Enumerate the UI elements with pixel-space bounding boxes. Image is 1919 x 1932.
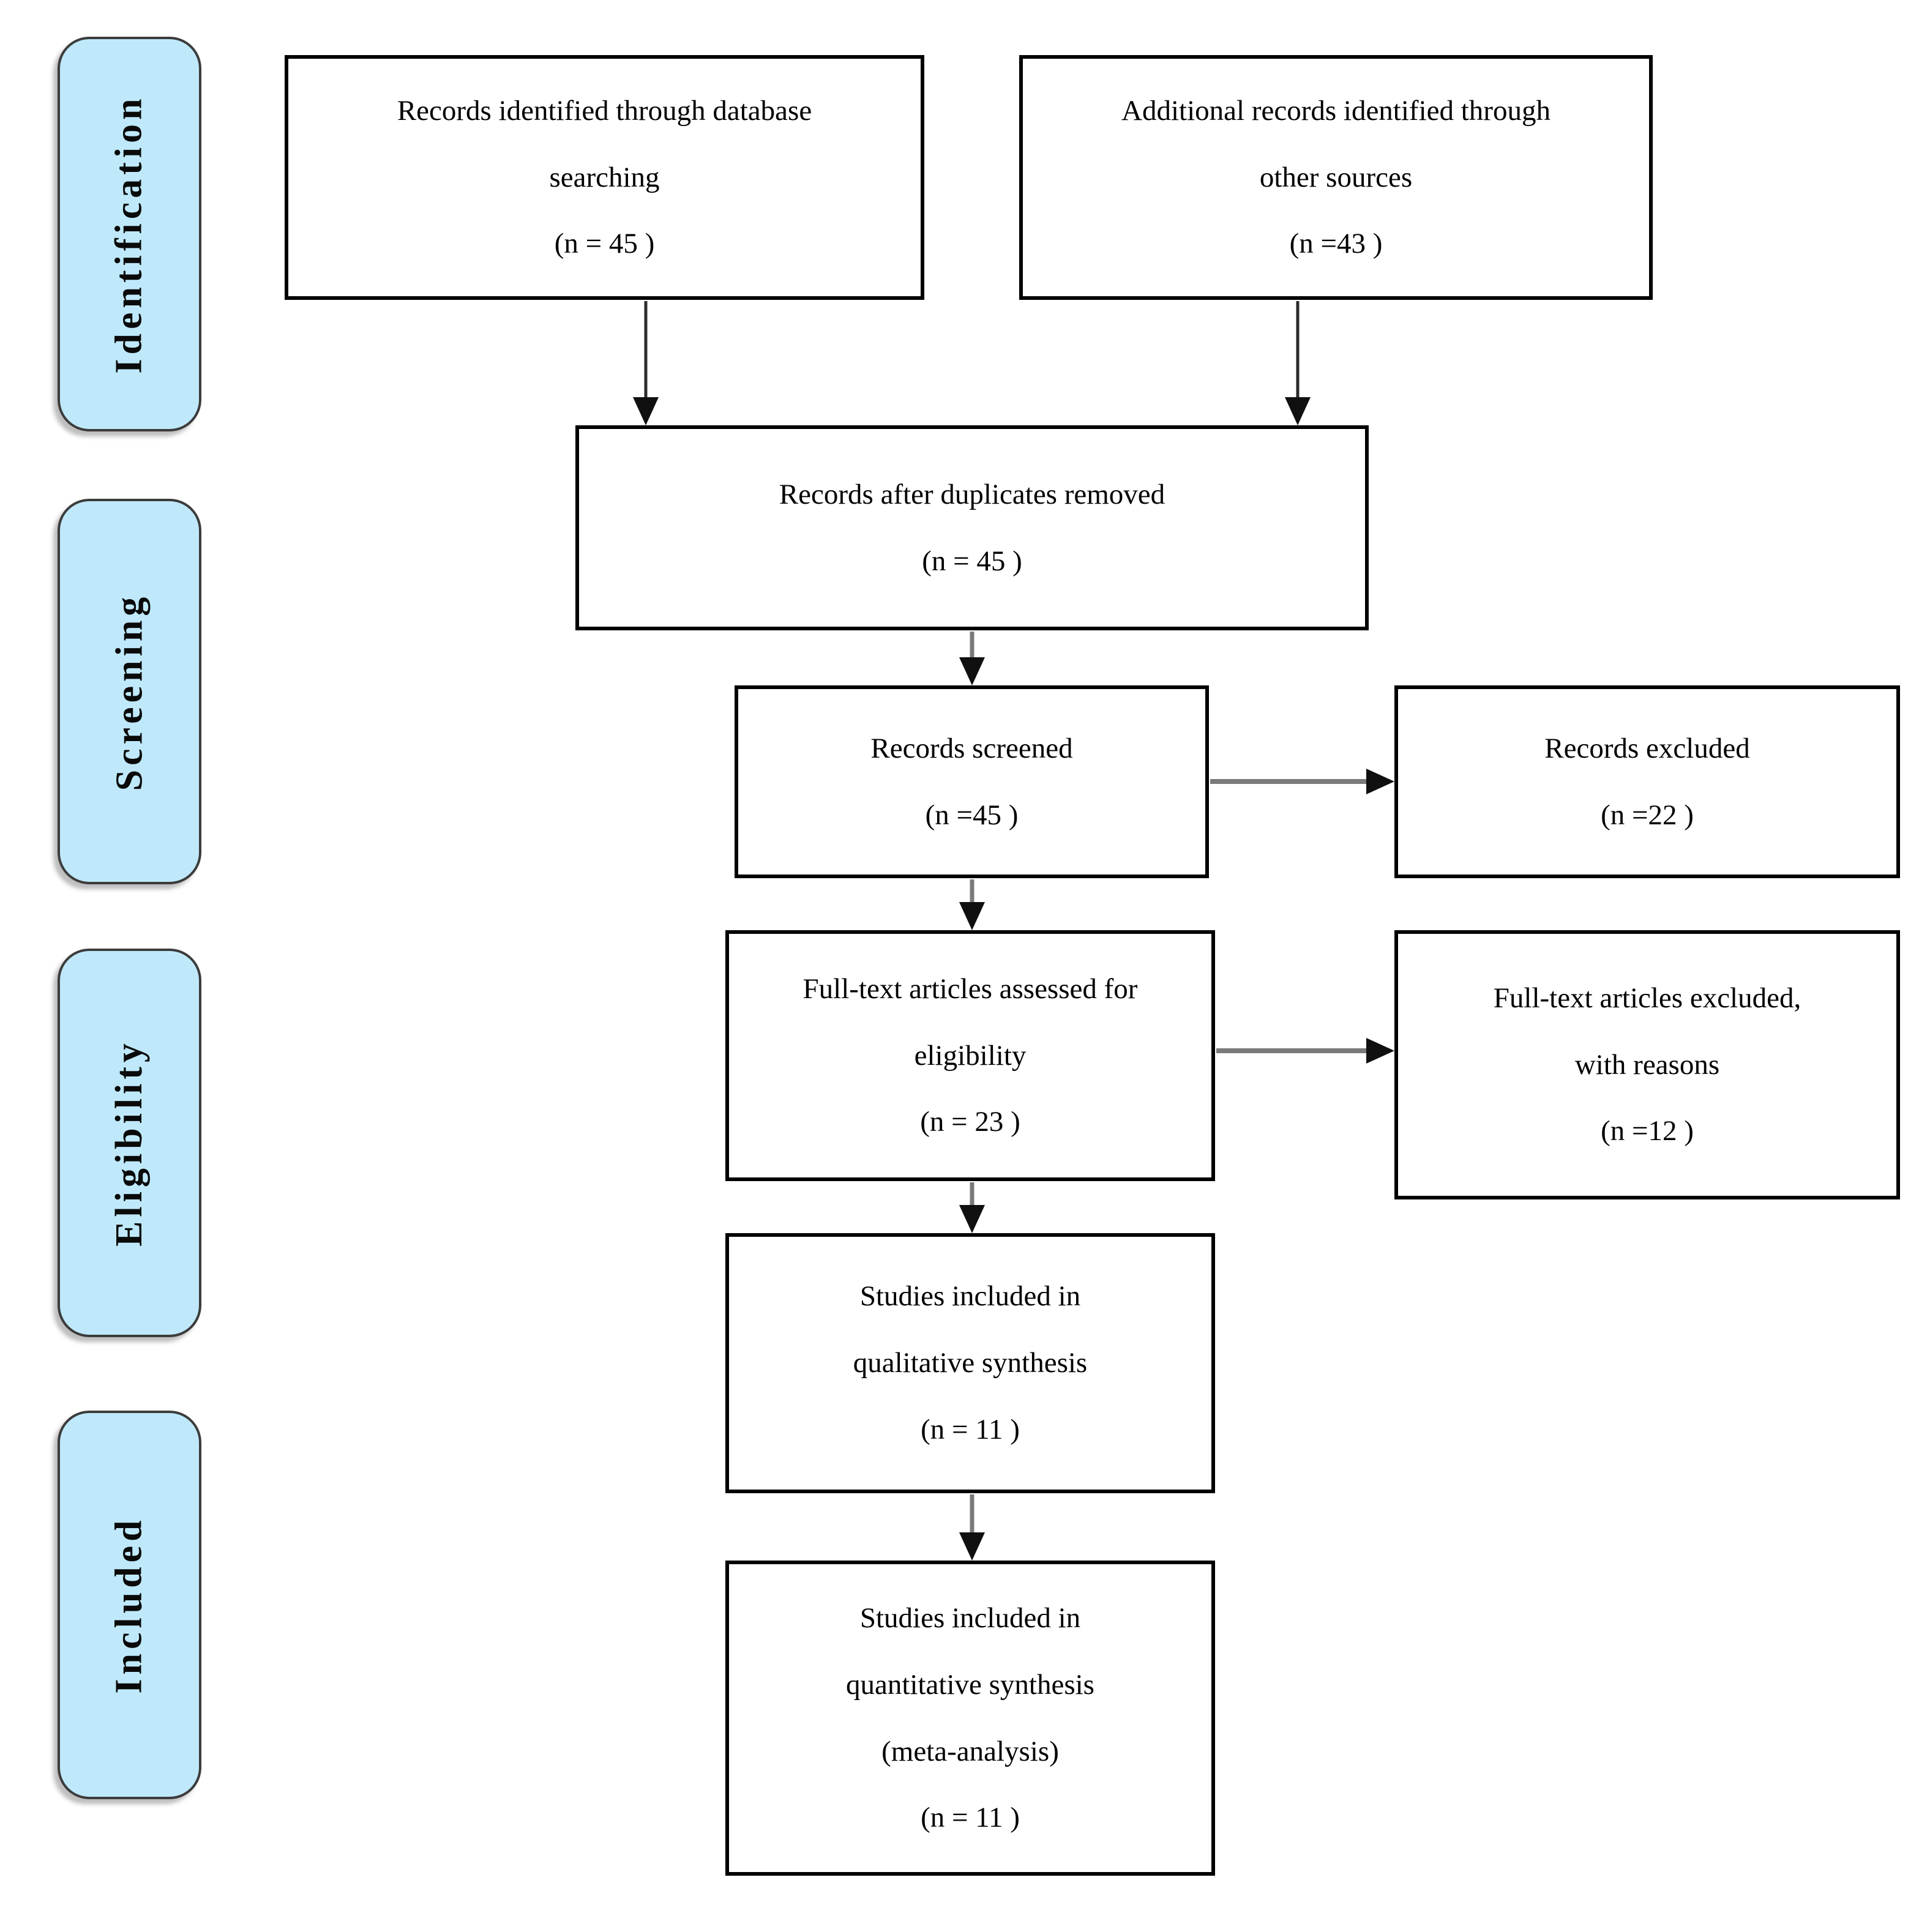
stage-identification-label: Identification [108, 94, 151, 374]
box-count-line: (n =45 ) [925, 799, 1019, 831]
box-text-line: Records screened [870, 732, 1073, 764]
arrow-shaft [1210, 779, 1370, 784]
arrow-shaft [1216, 1048, 1370, 1053]
box-text-line: Additional records identified through [1121, 94, 1551, 127]
box-text-line: (meta-analysis) [881, 1735, 1059, 1767]
arrow-fulltext-to-excluded [1216, 1035, 1394, 1067]
stage-eligibility-label: Eligibility [108, 1039, 150, 1247]
arrowhead-down-icon [1285, 397, 1311, 425]
box-records-identified-database: Records identified through database sear… [285, 55, 924, 300]
stage-identification: Identification [58, 37, 201, 431]
box-text-line: with reasons [1574, 1048, 1720, 1081]
box-count-line: (n = 45 ) [922, 545, 1022, 577]
box-text-line: qualitative synthesis [853, 1347, 1088, 1379]
box-text-line: Records excluded [1544, 732, 1750, 764]
box-count-line: (n =43 ) [1289, 228, 1383, 260]
stage-eligibility: Eligibility [58, 949, 201, 1337]
arrow-shaft [970, 1494, 974, 1536]
box-text-line: Studies included in [859, 1602, 1081, 1634]
arrowhead-right-icon [1366, 1038, 1394, 1064]
arrow-fulltext-to-qualitative [956, 1182, 988, 1233]
arrowhead-down-icon [959, 1532, 985, 1561]
box-text-line: quantitative synthesis [846, 1668, 1094, 1701]
arrow-shaft [970, 879, 974, 906]
arrow-duplicates-to-screened [956, 632, 988, 685]
arrowhead-right-icon [1366, 769, 1394, 794]
arrow-screened-to-excluded [1210, 766, 1394, 797]
box-text-line: Records identified through database [397, 94, 812, 127]
arrow-qualitative-to-quantitative [956, 1494, 988, 1561]
box-count-line: (n = 11 ) [921, 1413, 1020, 1445]
box-quantitative-synthesis: Studies included in quantitative synthes… [725, 1561, 1215, 1876]
box-fulltext-assessed: Full-text articles assessed for eligibil… [725, 930, 1215, 1181]
box-fulltext-excluded: Full-text articles excluded, with reason… [1394, 930, 1900, 1199]
arrowhead-down-icon [959, 902, 985, 930]
box-text-line: Records after duplicates removed [779, 478, 1165, 510]
box-count-line: (n = 23 ) [920, 1106, 1020, 1138]
arrowhead-down-icon [633, 397, 659, 425]
box-text-line: Full-text articles excluded, [1493, 982, 1801, 1014]
arrow-shaft [1296, 301, 1300, 401]
arrow-shaft [970, 632, 974, 661]
box-text-line: searching [549, 161, 660, 193]
box-count-line: (n = 11 ) [921, 1802, 1020, 1834]
arrow-additional-to-duplicates [1282, 301, 1314, 425]
stage-included: Included [58, 1411, 201, 1799]
box-count-line: (n =22 ) [1601, 799, 1694, 831]
box-text-line: other sources [1259, 161, 1413, 193]
box-text-line: Full-text articles assessed for [802, 972, 1138, 1005]
arrow-shaft [970, 1182, 974, 1209]
arrowhead-down-icon [959, 1205, 985, 1233]
arrow-shaft [644, 301, 648, 401]
box-count-line: (n = 45 ) [554, 228, 655, 260]
box-text-line: Studies included in [859, 1280, 1081, 1313]
box-qualitative-synthesis: Studies included in qualitative synthesi… [725, 1233, 1215, 1493]
arrowhead-down-icon [959, 657, 985, 685]
box-records-after-duplicates-removed: Records after duplicates removed (n = 45… [575, 425, 1369, 630]
box-additional-records-other-sources: Additional records identified through ot… [1019, 55, 1653, 300]
stage-screening-label: Screening [108, 592, 150, 791]
box-count-line: (n =12 ) [1601, 1115, 1694, 1147]
box-records-excluded: Records excluded (n =22 ) [1394, 685, 1900, 878]
arrow-identified-to-duplicates [630, 301, 662, 425]
arrow-screened-to-fulltext [956, 879, 988, 930]
stage-included-label: Included [108, 1516, 151, 1694]
box-text-line: eligibility [914, 1039, 1027, 1072]
box-records-screened: Records screened (n =45 ) [735, 685, 1209, 878]
stage-screening: Screening [58, 499, 201, 884]
